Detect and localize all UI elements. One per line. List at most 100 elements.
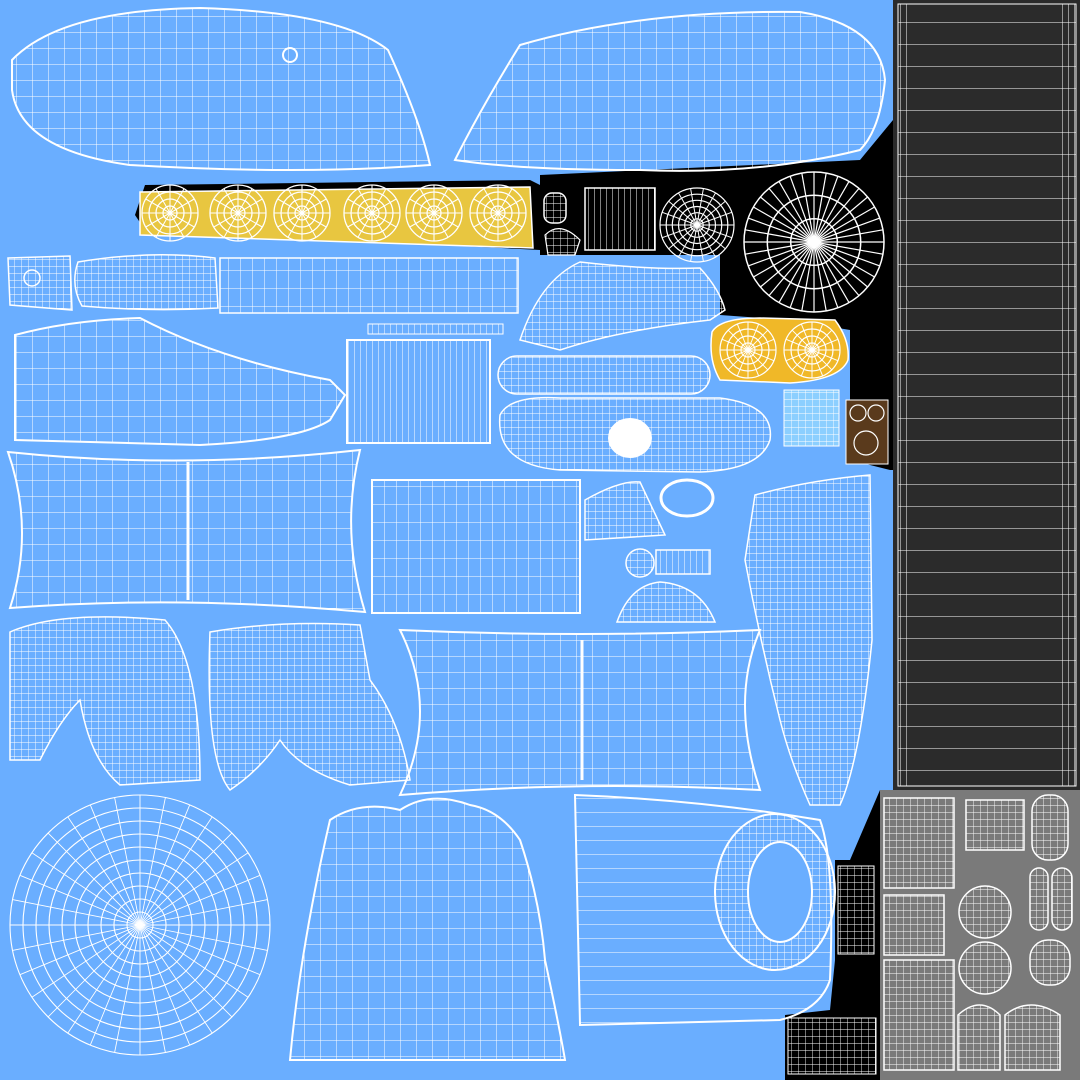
uv-island-bottom-mid — [288, 797, 567, 1061]
radial-spoke — [736, 349, 749, 377]
radial-spoke — [12, 899, 141, 926]
radial-spoke — [736, 323, 749, 351]
radial-spoke — [747, 329, 769, 351]
radial-spoke — [760, 241, 815, 288]
dark-strip-columns — [898, 4, 912, 786]
uv-island-arm — [74, 254, 219, 311]
radial-spoke — [744, 241, 815, 255]
radial-spoke — [696, 188, 704, 226]
radial-spoke — [747, 349, 769, 371]
radial-spoke — [139, 924, 268, 951]
radial-spoke — [409, 198, 435, 214]
radial-spoke — [813, 241, 868, 288]
radial-spoke — [237, 188, 253, 214]
uv-island-u-left — [9, 616, 201, 786]
radial-spoke — [473, 212, 499, 228]
radial-spoke — [223, 212, 239, 238]
radial-spoke — [811, 349, 824, 377]
radial-spoke — [301, 188, 317, 214]
radial-spoke — [662, 224, 698, 239]
radial-spoke — [678, 192, 698, 226]
radial-spoke — [696, 200, 726, 226]
radial-spoke — [347, 198, 373, 214]
radial-spoke — [789, 241, 815, 309]
orange-rings — [719, 321, 841, 379]
radial-spoke — [47, 924, 141, 1018]
radial-spoke — [139, 924, 191, 1046]
radial-spoke — [357, 212, 373, 238]
uv-marker — [23, 269, 41, 287]
dark-strip-wire — [897, 3, 1077, 787]
radial-spoke — [223, 188, 239, 214]
radial-spoke — [371, 188, 387, 214]
radial-spoke — [801, 241, 815, 312]
radial-spoke — [419, 212, 435, 238]
radial-spoke — [668, 224, 698, 250]
radial-spoke — [433, 198, 459, 214]
radial-spoke — [696, 224, 732, 239]
radial-spoke — [800, 349, 813, 377]
radial-spoke — [139, 924, 249, 998]
radial-spoke — [747, 241, 815, 267]
radial-spoke — [277, 198, 303, 214]
uv-island-fan-mid — [584, 481, 667, 541]
radial-spoke — [89, 804, 141, 926]
radial-spoke — [237, 212, 253, 238]
radial-spoke — [778, 181, 815, 243]
radial-spoke — [169, 198, 195, 214]
gray-region-islands — [883, 794, 1073, 1071]
uv-island-tiny-stack — [837, 865, 875, 955]
radial-spoke — [139, 832, 233, 926]
radial-spoke — [811, 323, 824, 351]
radial-spoke — [169, 188, 185, 214]
black-region-lower — [785, 790, 880, 1080]
radial-spoke — [662, 211, 698, 226]
radial-spoke — [19, 874, 141, 926]
radial-spoke — [811, 349, 839, 362]
radial-spoke — [690, 224, 698, 262]
radial-spoke — [169, 212, 195, 228]
radial-spoke — [813, 229, 884, 243]
radial-grid-icon — [867, 404, 885, 422]
radial-spoke — [811, 338, 839, 351]
radial-spoke — [721, 338, 749, 351]
uv-island-hole — [608, 418, 652, 458]
radial-spoke — [813, 241, 827, 312]
radial-spoke — [12, 924, 141, 951]
radial-spoke — [277, 212, 303, 228]
radial-spoke — [433, 188, 449, 214]
radial-spoke — [753, 206, 815, 243]
radial-spoke — [696, 211, 732, 226]
radial-spoke — [813, 217, 881, 243]
radial-spoke — [678, 224, 698, 258]
radial-spoke — [768, 241, 815, 296]
radial-spoke — [155, 212, 171, 238]
radial-spoke — [67, 924, 141, 1034]
dark-strip-columns-right — [1062, 4, 1076, 786]
uv-island-fan — [544, 228, 581, 256]
radial-spoke — [785, 338, 813, 351]
radial-spoke — [301, 198, 327, 214]
radial-spoke — [760, 196, 815, 243]
radial-spoke — [813, 241, 860, 296]
radial-spoke — [139, 924, 233, 1018]
radial-spoke — [497, 212, 513, 238]
radial-spoke — [696, 224, 716, 258]
radial-spoke — [114, 924, 141, 1053]
radial-spoke — [747, 323, 760, 351]
radial-spoke — [237, 212, 263, 228]
uv-island-sleeve — [519, 261, 726, 351]
radial-spoke — [47, 832, 141, 926]
radial-spoke — [696, 192, 716, 226]
radial-spoke — [301, 212, 317, 238]
uv-island-center-lower — [398, 628, 762, 797]
radial-grid-icon — [849, 404, 867, 422]
radial-spoke — [483, 212, 499, 238]
black-region-upper — [540, 0, 893, 470]
radial-spoke — [813, 181, 850, 243]
radial-spoke — [145, 212, 171, 228]
uv-island-u-right — [208, 622, 411, 791]
uv-island-dome — [615, 581, 717, 623]
radial-spoke — [169, 212, 185, 238]
